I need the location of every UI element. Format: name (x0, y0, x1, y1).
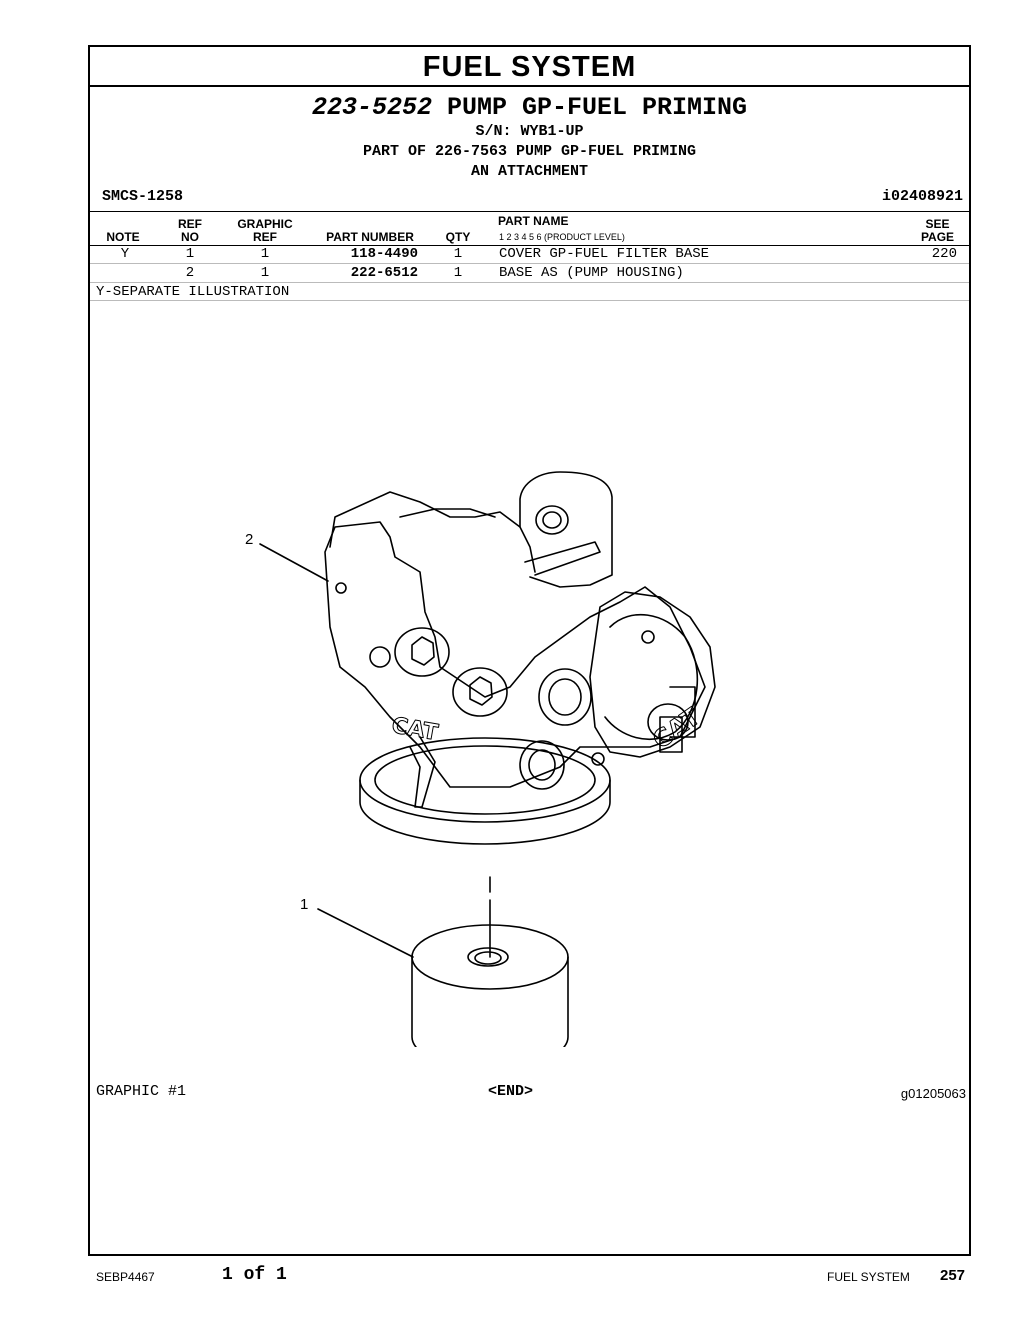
col-ref-no-top: REF (178, 217, 202, 231)
group-heading: 223-5252 PUMP GP-FUEL PRIMING (90, 93, 969, 122)
row-part-name: BASE AS (PUMP HOUSING) (499, 265, 684, 281)
callout-1: 1 (300, 896, 308, 913)
section-title: FUEL SYSTEM (90, 47, 969, 87)
table-footnote: Y-SEPARATE ILLUSTRATION (96, 284, 290, 300)
col-ref-no-bottom: NO (181, 230, 199, 244)
part-of: PART OF 226-7563 PUMP GP-FUEL PRIMING (362, 143, 697, 160)
page-of: 1 of 1 (222, 1265, 287, 1285)
row-ref-no: 1 (185, 246, 195, 262)
group-name: PUMP GP-FUEL PRIMING (446, 93, 748, 122)
row-graphic-ref: 1 (260, 246, 270, 262)
footnote-divider (90, 300, 969, 301)
graphic-label: GRAPHIC #1 (96, 1083, 187, 1100)
col-see-page-top: SEE (925, 217, 950, 231)
cat-logo-text: CAT (648, 702, 706, 754)
col-qty: QTY (445, 230, 471, 244)
group-number: 223-5252 (311, 93, 432, 122)
row-ref-no: 2 (185, 265, 195, 281)
pump-housing-base (324, 471, 716, 845)
cat-logo: CAT CAT (389, 702, 706, 755)
smcs-code: SMCS-1258 (102, 188, 184, 205)
col-part-number: PART NUMBER (326, 230, 414, 244)
row-divider (90, 282, 969, 283)
header-bottom-rule (90, 245, 969, 246)
graphic-id: g01205063 (900, 1086, 966, 1101)
row-qty: 1 (453, 265, 463, 281)
row-part-name: COVER GP-FUEL FILTER BASE (499, 246, 710, 262)
page-number: 257 (940, 1267, 966, 1284)
table-top-rule (90, 211, 969, 212)
pump-illustration: CAT CAT 2 1 (245, 471, 716, 1047)
col-see-page-bottom: PAGE (920, 230, 955, 244)
row-part-number[interactable]: 222-6512 (350, 265, 418, 281)
cat-logo-text: CAT (390, 713, 440, 746)
col-graphic-ref-bottom: REF (253, 230, 277, 244)
page-frame: FUEL SYSTEM 223-5252 PUMP GP-FUEL PRIMIN… (88, 45, 971, 1256)
end-marker: <END> (488, 1083, 534, 1100)
col-part-name: PART NAME (498, 214, 569, 228)
callout-leader-2 (259, 543, 329, 582)
callout-leader-1 (317, 908, 414, 958)
row-note: Y (120, 246, 130, 262)
row-see-page[interactable]: 220 (931, 246, 957, 262)
doc-number: SEBP4467 (96, 1270, 155, 1284)
product-levels: 1 2 3 4 5 6 (PRODUCT LEVEL) (499, 232, 625, 242)
col-graphic-ref-top: GRAPHIC (237, 217, 293, 231)
serial-range: S/N: WYB1-UP (475, 123, 584, 140)
row-divider (90, 263, 969, 264)
row-graphic-ref: 1 (260, 265, 270, 281)
callout-2: 2 (245, 531, 253, 548)
footer-section: FUEL SYSTEM (827, 1270, 910, 1284)
illustration-ident: i02408921 (881, 188, 963, 205)
row-part-number[interactable]: 118-4490 (350, 246, 418, 262)
row-qty: 1 (453, 246, 463, 262)
attachment-label: AN ATTACHMENT (470, 163, 589, 180)
col-note: NOTE (106, 230, 140, 244)
